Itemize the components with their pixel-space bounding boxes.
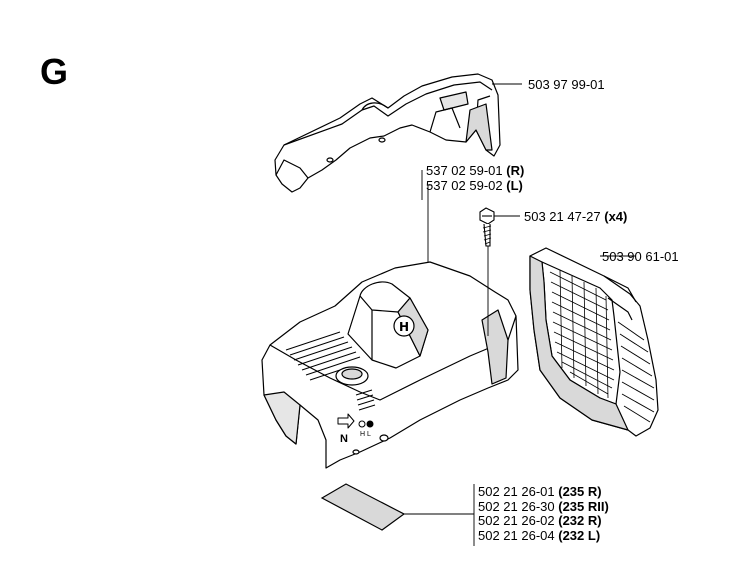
section-letter: G <box>40 51 69 92</box>
leader-lines <box>404 83 636 546</box>
callout-part-number: 502 21 26-30 <box>478 498 555 514</box>
decal-symbol-hl: H L <box>360 431 371 438</box>
top-cover-part[interactable] <box>274 73 501 193</box>
callout-part-number: 502 21 26-01 <box>478 484 555 499</box>
callout-qualifier: (235 R) <box>558 484 602 499</box>
callout-cylinder-cover-row: 537 02 59-01 (R) <box>426 163 525 179</box>
callout-decal-row: 502 21 26-30 (235 RII) <box>478 498 609 515</box>
choke-symbol-icon <box>358 420 374 428</box>
callout-decal-row: 502 21 26-02 (232 R) <box>478 513 609 529</box>
callout-part-number: 502 21 26-02 <box>478 513 555 528</box>
callout-decal-row: 502 21 26-01 (235 R) <box>478 484 609 500</box>
decal-symbol-n: N <box>340 433 348 445</box>
callout-qualifier: (235 RII) <box>558 498 609 514</box>
callout-qualifier: (232 L) <box>558 527 601 543</box>
callout-top-cover: 503 97 99-01 <box>528 78 605 92</box>
callout-qualifier: (232 R) <box>558 513 602 528</box>
callout-decal-row: 502 21 26-04 (232 L) <box>478 527 609 544</box>
callout-air-filter-part: 503 90 61-01 <box>602 249 679 264</box>
callout-part-number: 537 02 59-02 <box>426 177 503 193</box>
callout-cylinder-cover-row: 537 02 59-02 (L) <box>426 177 524 194</box>
air-filter-part[interactable] <box>529 247 659 437</box>
callout-screw-qualifier: (x4) <box>604 209 628 224</box>
callout-screw: 503 21 47-27 (x4) <box>524 210 627 224</box>
callout-air-filter: 503 90 61-01 <box>602 250 679 264</box>
brand-logo-icon: H <box>399 320 409 334</box>
cylinder-cover-part[interactable]: H <box>261 261 519 469</box>
decal-part[interactable] <box>320 483 406 531</box>
callout-cylinder-cover: 537 02 59-01 (R) 537 02 59-02 (L) <box>426 163 525 194</box>
callout-part-number: 537 02 59-01 <box>426 163 503 178</box>
callout-qualifier: (L) <box>506 177 523 193</box>
callout-screw-part: 503 21 47-27 <box>524 209 601 224</box>
callout-decal: 502 21 26-01 (235 R) 502 21 26-30 (235 R… <box>478 484 609 544</box>
callout-top-cover-part: 503 97 99-01 <box>528 77 605 92</box>
callout-qualifier: (R) <box>506 163 525 178</box>
screw-part[interactable] <box>479 207 495 247</box>
callout-part-number: 502 21 26-04 <box>478 527 555 543</box>
